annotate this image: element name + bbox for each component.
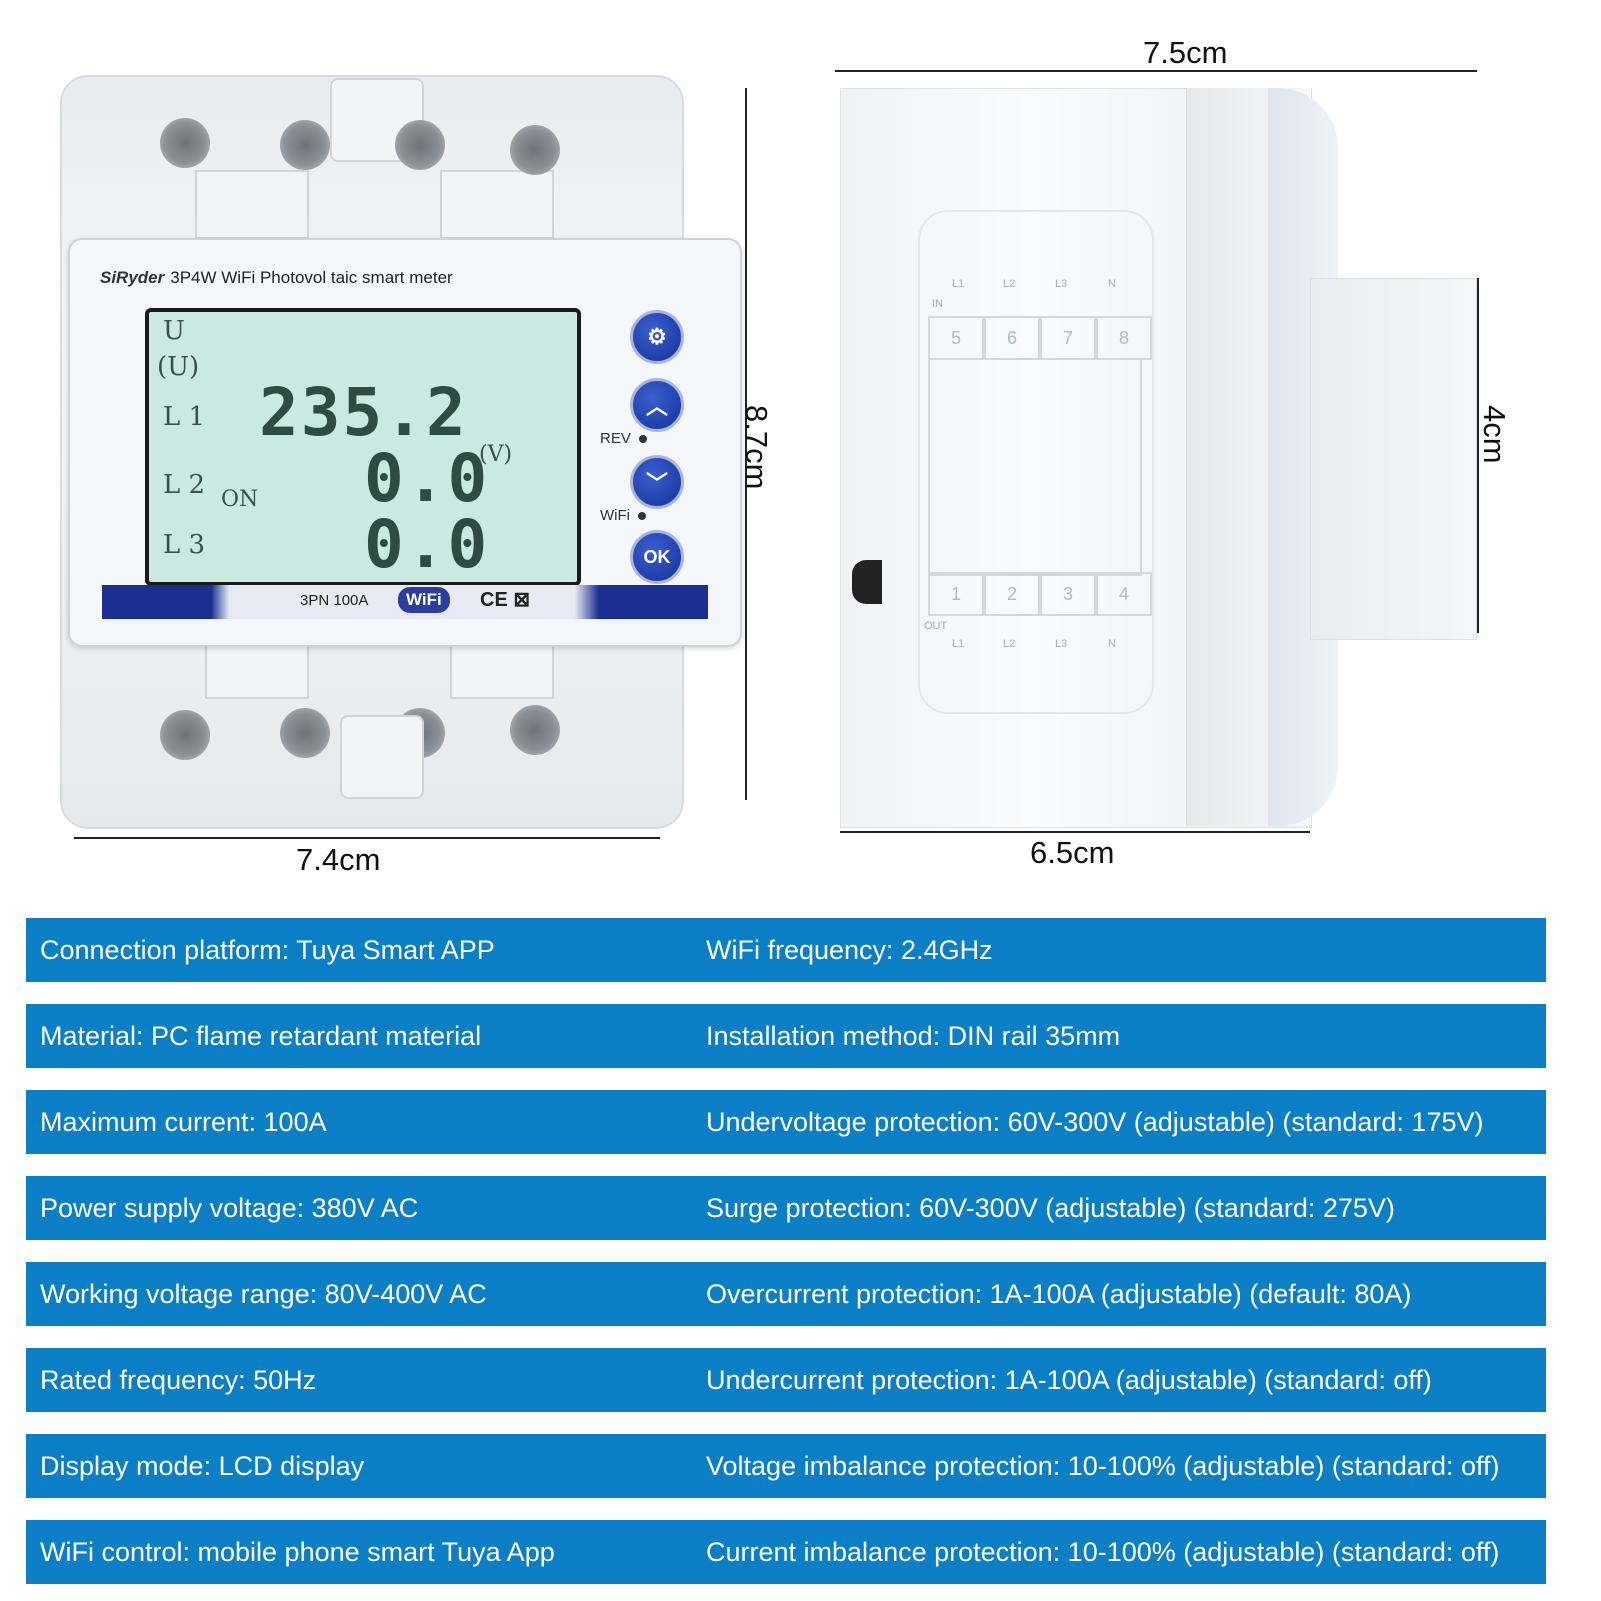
terminal-4: 4 — [1096, 572, 1152, 616]
spec-left: WiFi control: mobile phone smart Tuya Ap… — [40, 1537, 555, 1567]
bottom-window-right — [450, 640, 554, 699]
bottom-window-left — [205, 640, 309, 699]
spec-row: Material: PC flame retardant material In… — [26, 1004, 1546, 1068]
lcd-value-l3: 0.0 — [364, 506, 490, 583]
top-label-l3: L3 — [1055, 278, 1068, 290]
lcd-label-u-paren: (U) — [157, 352, 200, 382]
spec-row: Working voltage range: 80V-400V AC Overc… — [26, 1262, 1546, 1326]
spec-row: WiFi control: mobile phone smart Tuya Ap… — [26, 1520, 1546, 1584]
spec-row: Rated frequency: 50Hz Undercurrent prote… — [26, 1348, 1546, 1412]
spec-right: Overcurrent protection: 1A-100A (adjusta… — [706, 1279, 1412, 1309]
lcd-label-l3: L 3 — [163, 530, 206, 560]
certification-marks: CE ⊠ — [480, 589, 531, 611]
front-width-dimension-line — [74, 837, 660, 839]
wifi-led-icon — [638, 512, 646, 521]
spec-row: Display mode: LCD display Voltage imbala… — [26, 1434, 1546, 1498]
terminal-3: 3 — [1040, 572, 1096, 616]
ok-button[interactable]: OK — [630, 530, 684, 584]
lcd-label-l2: L 2 — [163, 470, 206, 500]
terminal-5: 5 — [928, 316, 984, 360]
screw-knob — [160, 118, 210, 168]
rev-led-icon — [638, 435, 647, 444]
spec-row: Power supply voltage: 380V AC Surge prot… — [26, 1176, 1546, 1240]
spec-right: Surge protection: 60V-300V (adjustable) … — [706, 1193, 1395, 1223]
lcd-value-l2: 0.0 — [364, 440, 490, 517]
chevron-down-icon: ﹀ — [645, 471, 668, 496]
spec-left: Connection platform: Tuya Smart APP — [40, 935, 495, 965]
screw-knob — [280, 120, 330, 170]
front-height-label: 8.7cm — [739, 405, 774, 490]
side-din-block — [1310, 278, 1477, 640]
lcd-label-u: U — [163, 316, 185, 346]
bottom-terminal-row: 1 2 3 4 — [928, 572, 1152, 616]
spec-left: Power supply voltage: 380V AC — [40, 1193, 419, 1223]
spec-right: Current imbalance protection: 10-100% (a… — [706, 1537, 1500, 1567]
in-label: IN — [932, 298, 943, 310]
terminal-center-box — [928, 358, 1142, 576]
spec-left: Maximum current: 100A — [40, 1107, 327, 1137]
terminal-1: 1 — [928, 572, 984, 616]
spec-left: Display mode: LCD display — [40, 1451, 365, 1481]
spec-row: Connection platform: Tuya Smart APP WiFi… — [26, 918, 1546, 982]
spec-right: WiFi frequency: 2.4GHz — [706, 935, 993, 965]
wifi-badge: WiFi — [398, 587, 450, 613]
body-width-dimension-line — [840, 831, 1310, 833]
top-label-l2: L2 — [1003, 278, 1016, 290]
gear-icon: ⚙ — [647, 324, 667, 349]
height-dimension-line — [745, 88, 747, 800]
terminal-8: 8 — [1096, 316, 1152, 360]
depth-dimension-line — [1477, 278, 1479, 633]
up-button[interactable]: ︿ — [630, 378, 684, 432]
rating-label: 3PN 100A — [300, 592, 369, 609]
bottom-clip — [340, 715, 424, 799]
screw-knob — [160, 710, 210, 760]
spec-left: Material: PC flame retardant material — [40, 1021, 482, 1051]
terminal-2: 2 — [984, 572, 1040, 616]
top-label-l1: L1 — [952, 278, 965, 290]
spec-left: Working voltage range: 80V-400V AC — [40, 1279, 487, 1309]
rev-indicator: REV — [600, 430, 647, 447]
screw-knob — [510, 125, 560, 175]
spec-row: Maximum current: 100A Undervoltage prote… — [26, 1090, 1546, 1154]
top-terminal-row: 5 6 7 8 — [928, 316, 1152, 360]
top-label-n: N — [1108, 278, 1116, 290]
terminal-diagram — [918, 210, 1154, 714]
lcd-label-l1: L 1 — [163, 402, 206, 432]
down-button[interactable]: ﹀ — [630, 455, 684, 509]
side-depth-label: 4cm — [1477, 405, 1512, 464]
din-clip — [852, 560, 882, 604]
out-label: OUT — [924, 620, 948, 632]
chevron-up-icon: ︿ — [645, 394, 668, 419]
spec-right: Installation method: DIN rail 35mm — [706, 1021, 1121, 1051]
side-body-width-label: 6.5cm — [1030, 835, 1115, 870]
front-width-label: 7.4cm — [296, 842, 381, 877]
bottom-label-l1: L1 — [952, 638, 965, 650]
total-width-dimension-line — [835, 70, 1477, 72]
terminal-7: 7 — [1040, 316, 1096, 360]
screw-knob — [510, 705, 560, 755]
side-total-width-label: 7.5cm — [1143, 35, 1228, 70]
lcd-unit: (V) — [479, 442, 513, 467]
spec-right: Voltage imbalance protection: 10-100% (a… — [706, 1451, 1500, 1481]
top-window-right — [440, 170, 554, 239]
bottom-label-l3: L3 — [1055, 638, 1068, 650]
wifi-indicator: WiFi — [600, 507, 646, 524]
spec-right: Undervoltage protection: 60V-300V (adjus… — [706, 1107, 1484, 1137]
brand-logo: SiRyder — [100, 268, 165, 287]
bottom-label-l2: L2 — [1003, 638, 1016, 650]
screw-knob — [395, 120, 445, 170]
lcd-display: U (U) L 1 L 2 L 3 ON (V) 235.2 0.0 0.0 — [145, 308, 581, 586]
screw-knob — [280, 708, 330, 758]
top-window-left — [195, 170, 309, 239]
lcd-on-indicator: ON — [221, 487, 259, 512]
terminal-6: 6 — [984, 316, 1040, 360]
bottom-label-n: N — [1108, 638, 1116, 650]
settings-button[interactable]: ⚙ — [630, 310, 684, 364]
top-clip — [330, 78, 424, 162]
spec-left: Rated frequency: 50Hz — [40, 1365, 317, 1395]
spec-right: Undercurrent protection: 1A-100A (adjust… — [706, 1365, 1432, 1395]
lcd-value-l1: 235.2 — [259, 374, 468, 451]
